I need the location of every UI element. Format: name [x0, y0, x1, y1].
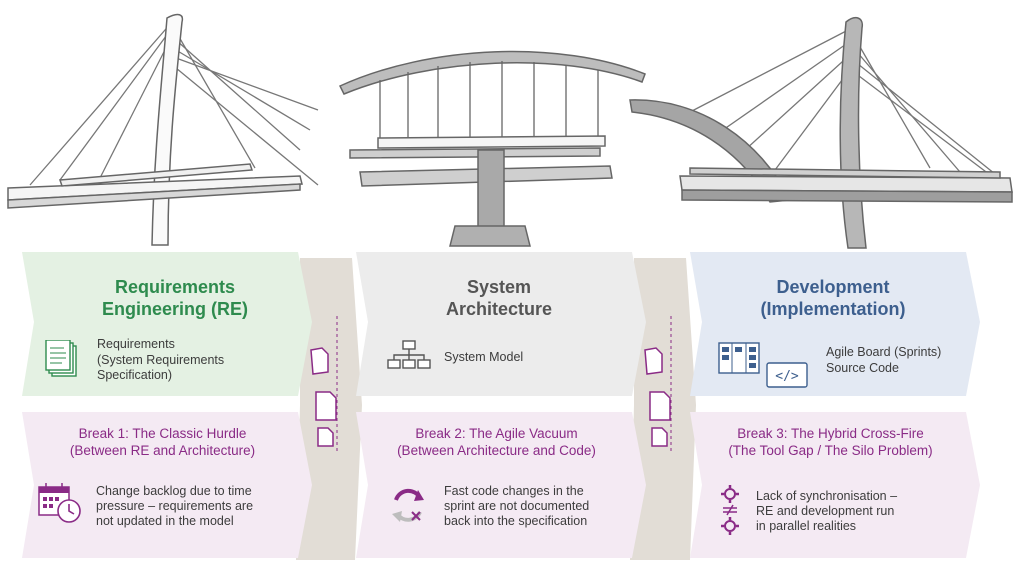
- bridge-center-illustration: [338, 50, 646, 247]
- gears-disconnected-icon: [721, 485, 739, 535]
- break-title-line1: Break 3: The Hybrid Cross-Fire: [737, 426, 924, 441]
- gap-connector-2: [644, 316, 672, 452]
- svg-text:</>: </>: [775, 369, 799, 384]
- floating-document-icon: [644, 347, 671, 447]
- floating-document-icon: [310, 347, 337, 447]
- stage-title-line1: Development: [776, 277, 890, 297]
- bridge-right-illustration: [629, 17, 1013, 249]
- stage-title-line2: Architecture: [445, 299, 553, 319]
- break-text-line: pressure – requirements are: [96, 499, 254, 513]
- artifact-line: (System Requirements: [97, 352, 225, 367]
- break-panel-1: [22, 412, 312, 558]
- break-text-1: Change backlog due to time pressure – re…: [96, 484, 296, 529]
- stage-artifact-re: Requirements (System Requirements Specif…: [97, 337, 287, 384]
- break-text-line: Change backlog due to time: [96, 484, 252, 498]
- stage-artifact-development: Agile Board (Sprints) Source Code: [826, 345, 966, 376]
- artifact-line: Requirements: [97, 337, 175, 351]
- hierarchy-diagram-icon: [387, 340, 431, 369]
- stage-title-line1: Requirements: [114, 277, 236, 297]
- kanban-board-icon: [718, 342, 760, 374]
- stage-title-re: Requirements Engineering (RE): [60, 276, 290, 320]
- break-text-line: Fast code changes in the: [444, 484, 584, 498]
- break-text-3: Lack of synchronisation – RE and develop…: [756, 489, 956, 534]
- break-title-line2: (Between RE and Architecture): [69, 443, 256, 458]
- stage-title-line2: Engineering (RE): [101, 299, 248, 319]
- gap-connector-1: [310, 316, 338, 452]
- document-stack-icon: [45, 340, 77, 377]
- break-panel-2: [356, 412, 646, 558]
- break-title-3: Break 3: The Hybrid Cross-Fire (The Tool…: [698, 425, 963, 459]
- break-title-line1: Break 1: The Classic Hurdle: [78, 426, 247, 441]
- break-panel-3: [690, 412, 980, 558]
- stage-panel-development: [690, 252, 980, 396]
- code-brackets-icon: </>: [766, 362, 808, 388]
- artifact-line: System Model: [444, 350, 524, 364]
- calendar-clock-icon: [38, 483, 81, 523]
- break-text-line: not updated in the model: [96, 514, 234, 528]
- break-title-line2: (The Tool Gap / The Silo Problem): [728, 443, 933, 458]
- stage-artifact-architecture: System Model: [444, 350, 614, 366]
- break-title-line1: Break 2: The Agile Vacuum: [415, 426, 578, 441]
- stage-title-line1: System: [466, 277, 532, 297]
- break-text-line: in parallel realities: [756, 519, 857, 533]
- break-text-line: sprint are not documented: [444, 499, 590, 513]
- stage-panel-re: [22, 252, 312, 396]
- stage-panel-architecture: [356, 252, 646, 396]
- break-text-line: Lack of synchronisation –: [756, 489, 898, 503]
- artifact-line: Source Code: [826, 360, 899, 375]
- stage-title-architecture: System Architecture: [384, 276, 614, 320]
- stage-title-line2: (Implementation): [760, 299, 906, 319]
- break-title-2: Break 2: The Agile Vacuum (Between Archi…: [364, 425, 629, 459]
- break-text-2: Fast code changes in the sprint are not …: [444, 484, 634, 529]
- bridge-illustrations: [7, 13, 1013, 249]
- break-text-line: back into the specification: [444, 514, 588, 528]
- break-text-line: RE and development run: [756, 504, 895, 518]
- artifact-line: Agile Board (Sprints): [826, 345, 942, 359]
- artifact-line: Specification): [97, 368, 173, 382]
- bridge-left-illustration: [7, 13, 319, 246]
- sync-error-icon: [392, 488, 424, 522]
- break-title-1: Break 1: The Classic Hurdle (Between RE …: [30, 425, 295, 459]
- break-title-line2: (Between Architecture and Code): [397, 443, 596, 458]
- stage-title-development: Development (Implementation): [718, 276, 948, 320]
